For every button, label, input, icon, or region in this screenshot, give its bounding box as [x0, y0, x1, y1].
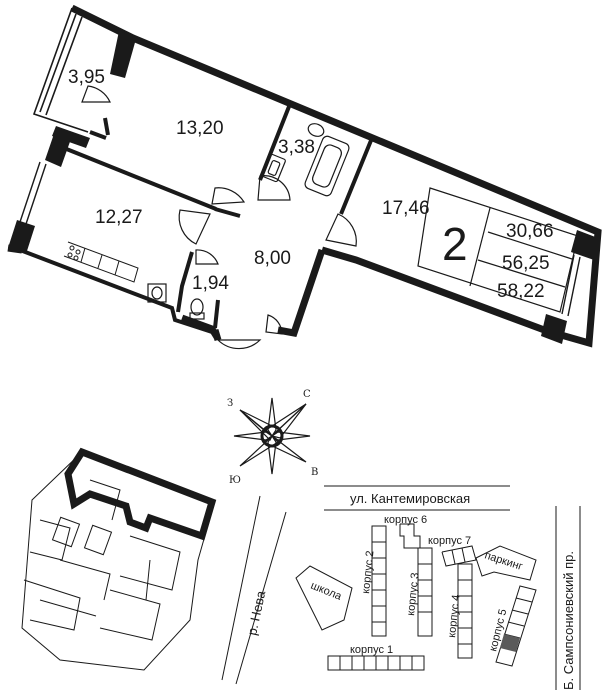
balcony-outline — [32, 7, 89, 133]
bathroom-fixtures — [262, 123, 350, 197]
building-2 — [371, 525, 387, 637]
building-2-label: корпус 2 — [360, 550, 376, 594]
total-area-value: 56,25 — [502, 253, 550, 274]
summary-box — [417, 187, 579, 313]
building-7 — [441, 545, 477, 567]
school-label: школа — [309, 580, 344, 604]
room-area-kitchen: 12,27 — [95, 207, 143, 228]
building-3-label: корпус 3 — [405, 572, 421, 616]
compass-north-label: С — [303, 389, 311, 400]
compass-rose: С З Ю В — [227, 389, 318, 486]
compass-south-label: Ю — [229, 475, 241, 486]
building-6 — [399, 523, 421, 549]
floor-key-plan — [21, 447, 217, 671]
parking-building — [475, 545, 537, 581]
room-area-wc: 1,94 — [192, 273, 229, 294]
room-area-hall: 8,00 — [254, 248, 291, 269]
room-area-balcony: 3,95 — [68, 67, 105, 88]
room-area-bedroom: 13,20 — [176, 118, 224, 139]
school-building — [295, 565, 353, 631]
building-7-label: корпус 7 — [428, 535, 471, 547]
building-1 — [327, 655, 425, 671]
site-plan — [221, 485, 581, 690]
room-count: 2 — [442, 218, 468, 270]
partitions — [19, 101, 375, 334]
building-6-label: корпус 6 — [384, 514, 427, 526]
highlighted-apartment — [64, 447, 217, 541]
street-right-label: Б. Сампсониевский пр. — [561, 551, 576, 690]
door-swings — [81, 85, 357, 350]
compass-west-label: З — [227, 398, 233, 409]
living-area-value: 30,66 — [506, 221, 554, 242]
floor-outline — [21, 453, 215, 671]
street-top-label: ул. Кантемировская — [350, 491, 470, 506]
building-1-label: корпус 1 — [350, 644, 393, 656]
building-4-label: корпус 4 — [446, 594, 462, 638]
compass-star-icon — [233, 397, 311, 475]
building-3 — [417, 547, 433, 637]
room-area-living: 17,46 — [382, 198, 430, 219]
river-label: р. Нева — [244, 589, 268, 637]
kitchen-counter — [63, 241, 139, 283]
wc-fixtures — [147, 283, 205, 320]
room-area-bathroom: 3,38 — [278, 137, 315, 158]
total-with-balcony-value: 58,22 — [497, 281, 545, 302]
floor-plan — [7, 4, 602, 350]
building-4 — [457, 563, 473, 659]
highlighted-section — [500, 634, 520, 652]
outer-walls — [7, 4, 602, 348]
building-5 — [495, 585, 537, 667]
compass-east-label: В — [311, 467, 318, 478]
windows — [19, 161, 581, 317]
